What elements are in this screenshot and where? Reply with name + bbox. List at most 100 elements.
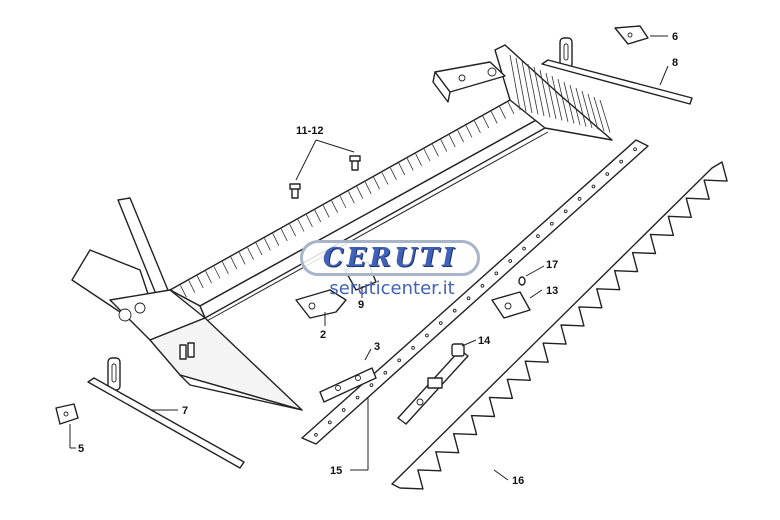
hatch-line — [398, 162, 406, 176]
callout-3: 3 — [374, 341, 380, 353]
cutter-bar-frame — [169, 44, 613, 323]
bar-hole — [438, 321, 443, 325]
hatch-line — [213, 266, 221, 279]
hatch-line — [545, 72, 557, 120]
hatch-line — [364, 181, 372, 195]
hatch-line — [381, 172, 389, 185]
bar-hole — [341, 408, 346, 412]
hatch-line — [222, 261, 229, 274]
callout-5: 5 — [78, 443, 84, 455]
hatch-line — [527, 63, 539, 115]
bar-hole — [314, 432, 318, 437]
callout-16: 16 — [512, 475, 524, 487]
hatch-line — [557, 78, 569, 123]
watermark-site: seruticenter.it — [329, 278, 455, 299]
callout-9: 9 — [358, 299, 364, 311]
hatch-line — [322, 205, 330, 218]
bar-hole — [355, 395, 360, 400]
hatch-line — [297, 219, 305, 232]
callout-8: 8 — [672, 57, 678, 69]
hatch-line — [515, 57, 527, 112]
hatch-line — [306, 214, 313, 227]
hatch-line — [406, 158, 414, 171]
hatch-line — [490, 111, 498, 124]
bar-hole — [480, 283, 485, 288]
hatch-line — [180, 285, 187, 298]
watermark-logo: CERUTI — [300, 240, 480, 276]
part-14-knife-head — [397, 339, 477, 425]
callout-7: 7 — [182, 405, 188, 417]
bar-hole — [508, 259, 513, 263]
bar-hole — [563, 209, 568, 214]
part-3-plate — [319, 348, 377, 403]
hatch-line — [331, 200, 338, 213]
bar-hole — [605, 172, 610, 176]
part-8-bar — [541, 37, 693, 105]
bar-hole — [327, 420, 332, 425]
hatch-line — [509, 54, 521, 111]
bar-hole — [425, 333, 429, 338]
callout-14: 14 — [478, 335, 491, 347]
bar-hole — [411, 346, 415, 350]
hatch-line — [569, 84, 581, 126]
callout-11-12: 11-12 — [296, 125, 324, 137]
bar-hole — [494, 271, 499, 276]
hatch-line — [255, 242, 263, 256]
bar-hole — [452, 308, 457, 313]
bar-hole — [383, 370, 388, 375]
callout-17: 17 — [546, 259, 558, 271]
bar-hole — [522, 246, 526, 251]
hatch-line — [599, 99, 611, 133]
hatch-line — [356, 186, 364, 199]
part-15-perforated-bar — [301, 139, 649, 471]
hatch-line — [533, 66, 545, 117]
hatch-line — [272, 233, 280, 246]
hatch-line — [348, 191, 355, 204]
hatch-line — [563, 81, 575, 124]
callout-2: 2 — [320, 329, 326, 341]
hatch-line — [205, 271, 212, 284]
bar-hole — [466, 296, 471, 301]
part-6-clip — [614, 25, 668, 45]
part-7-bar — [87, 357, 245, 469]
hatch-line — [507, 101, 515, 115]
bar-hole — [577, 197, 582, 201]
hatch-line — [575, 87, 587, 127]
hatch-line — [521, 60, 533, 114]
hatch-line — [280, 228, 288, 242]
hatch-line — [432, 144, 439, 157]
hatch-line — [551, 75, 563, 121]
hatch-line — [247, 247, 254, 260]
hatch-line — [587, 93, 599, 130]
bar-hole — [397, 358, 402, 363]
callout-6: 6 — [672, 31, 678, 43]
part-11-12-bolts — [289, 139, 361, 199]
hatch-line — [339, 195, 347, 209]
hatch-line — [415, 153, 422, 166]
hatch-line — [581, 90, 593, 129]
hatch-line — [423, 148, 431, 162]
shoe-divider-assembly — [71, 197, 303, 411]
part-17-rivet — [518, 265, 545, 286]
hatch-line — [499, 106, 506, 119]
hatch-line — [474, 120, 481, 133]
hatch-line — [448, 134, 456, 148]
hatch-line — [230, 256, 238, 270]
hatch-line — [390, 167, 397, 180]
hatch-line — [289, 224, 296, 237]
hatch-line — [539, 69, 551, 118]
bar-hole — [536, 234, 540, 238]
hatch-line — [465, 125, 473, 138]
bar-hole — [633, 147, 637, 152]
callout-15: 15 — [330, 465, 342, 477]
bar-hole — [549, 221, 554, 226]
part-2-clip-plate — [295, 289, 347, 326]
hatch-line — [440, 139, 448, 152]
hatch-line — [264, 238, 271, 251]
part-5-clip — [55, 403, 79, 449]
hatch-line — [593, 96, 605, 132]
hatch-line — [373, 177, 380, 190]
callout-labels: 6 8 11-12 9 2 17 13 3 14 7 5 15 16 — [78, 31, 678, 487]
part-16-knife-section — [391, 161, 728, 490]
